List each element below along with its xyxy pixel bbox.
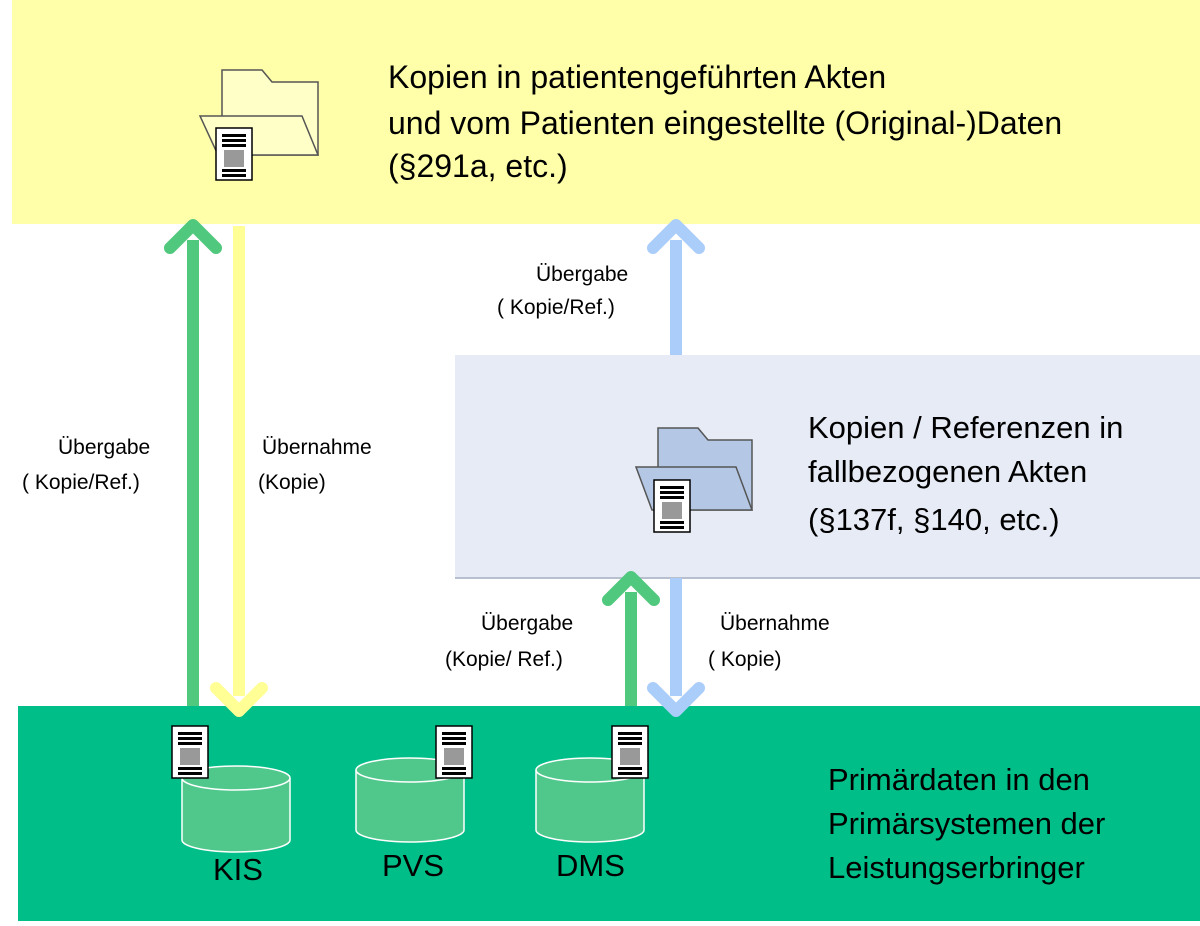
left-takeover-sublabel: (Kopie): [258, 471, 326, 494]
left-handover-sublabel: ( Kopie/Ref.): [22, 471, 140, 494]
top-right-handover-sublabel: ( Kopie/Ref.): [497, 296, 615, 319]
document-icon: [171, 725, 209, 779]
pvs-label: PVS: [382, 848, 445, 883]
case-records-line-2: fallbezogenen Akten: [808, 454, 1088, 489]
case-records-line-1: Kopien / Referenzen in: [808, 410, 1124, 445]
dms-label: DMS: [556, 848, 625, 883]
top-right-handover-label: Übergabe: [536, 263, 629, 286]
dms-database-icon: [535, 725, 649, 843]
document-icon: [435, 725, 473, 779]
bottom-right-handover-label: Übergabe: [481, 612, 574, 635]
left-takeover-arrow: [210, 226, 268, 717]
document-icon: [653, 479, 691, 533]
patient-records-line-1: Kopien in patientengeführten Akten: [388, 59, 887, 95]
kis-database-icon: [171, 725, 291, 853]
left-takeover-label: Übernahme: [262, 436, 372, 459]
document-icon: [611, 725, 649, 779]
primary-data-line-3: Leistungserbringer: [828, 850, 1085, 885]
bottom-right-takeover-arrow: [647, 578, 705, 717]
left-handover-arrow: [164, 219, 222, 706]
primary-data-line-2: Primärsystemen der: [828, 806, 1106, 841]
kis-label: KIS: [213, 852, 263, 887]
patient-records-line-3: (§291a, etc.): [388, 148, 568, 184]
case-records-band: [455, 355, 1200, 579]
pvs-database-icon: [355, 725, 473, 843]
bottom-right-handover-sublabel: (Kopie/ Ref.): [445, 648, 563, 671]
bottom-right-handover-arrow: [602, 571, 660, 706]
left-handover-label: Übergabe: [58, 436, 151, 459]
patient-folder-icon: [198, 69, 320, 181]
bottom-right-takeover-sublabel: ( Kopie): [708, 648, 782, 671]
case-folder-icon: [634, 427, 754, 533]
document-icon: [215, 127, 253, 181]
patient-records-band: [12, 0, 1200, 224]
patient-records-line-2: und vom Patienten eingestellte (Original…: [388, 105, 1063, 141]
top-right-handover-arrow: [647, 219, 705, 355]
case-records-line-3: (§137f, §140, etc.): [808, 502, 1060, 537]
bottom-right-takeover-label: Übernahme: [720, 612, 830, 635]
primary-data-line-1: Primärdaten in den: [828, 762, 1090, 797]
